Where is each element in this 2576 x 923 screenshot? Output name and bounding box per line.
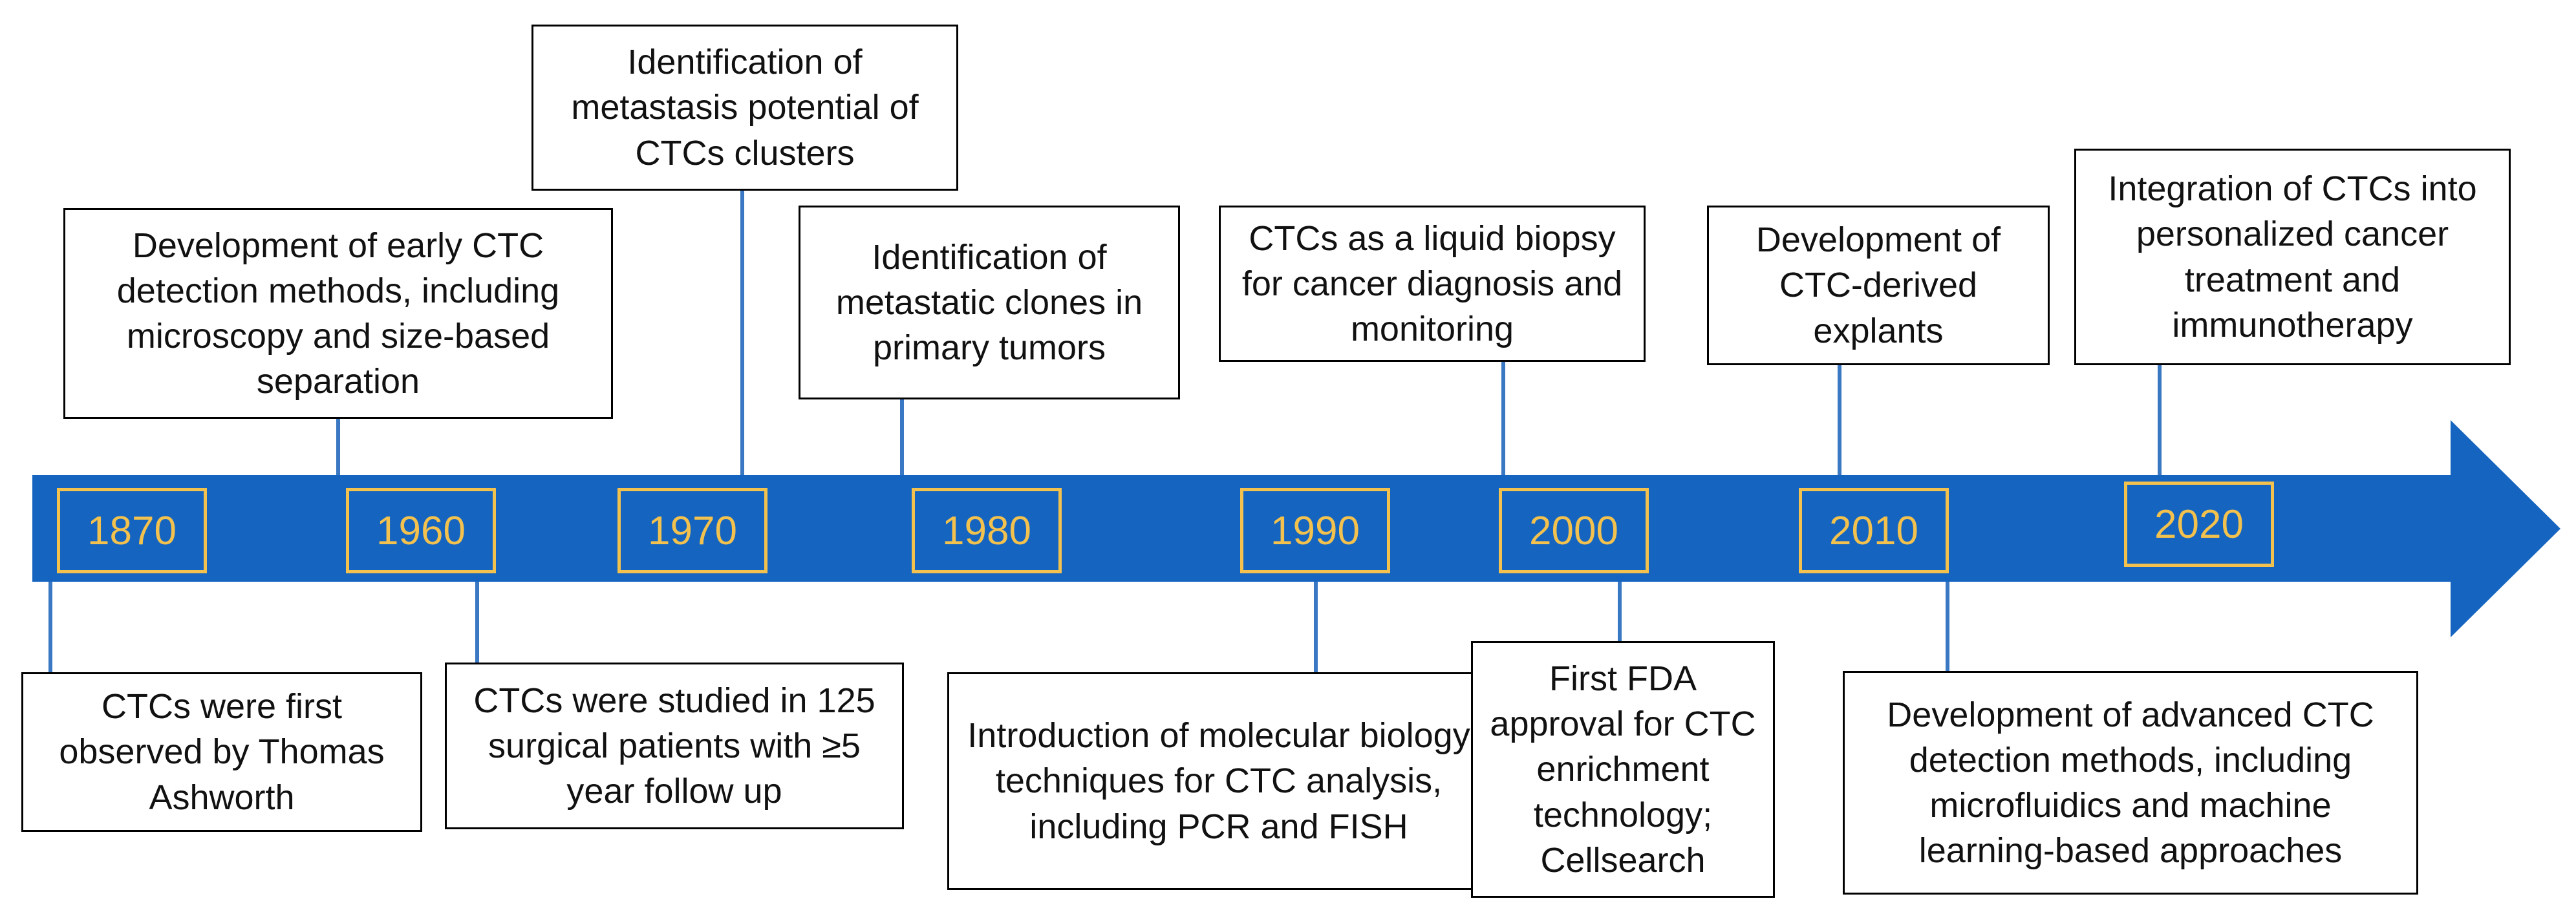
timeline-arrow xyxy=(32,420,2560,637)
year-marker-1990: 1990 xyxy=(1240,488,1390,573)
year-marker-1870: 1870 xyxy=(57,488,207,573)
event-box-1870-below: CTCs were first observed by Thomas Ashwo… xyxy=(21,672,422,832)
event-box-1960-below: CTCs were studied in 125 surgical patien… xyxy=(445,663,904,829)
year-marker-1970: 1970 xyxy=(617,488,767,573)
event-box-1970-above: Identification of metastasis potential o… xyxy=(531,25,958,191)
year-marker-1960: 1960 xyxy=(346,488,496,573)
event-box-2000-below: First FDA approval for CTC enrichment te… xyxy=(1471,641,1775,898)
event-box-1980-above: Identification of metastatic clones in p… xyxy=(799,206,1180,399)
year-marker-2020: 2020 xyxy=(2124,482,2274,567)
connector-lines xyxy=(48,191,2162,672)
year-marker-2000: 2000 xyxy=(1499,488,1649,573)
year-marker-2010: 2010 xyxy=(1799,488,1949,573)
event-box-1960-above: Development of early CTC detection metho… xyxy=(63,208,613,419)
event-box-1990-below: Introduction of molecular biology techni… xyxy=(947,672,1490,890)
event-box-2020-above: Integration of CTCs into personalized ca… xyxy=(2074,149,2511,365)
event-box-2010-below: Development of advanced CTC detection me… xyxy=(1843,671,2418,895)
year-marker-1980: 1980 xyxy=(912,488,1062,573)
event-box-2000-above: CTCs as a liquid biopsy for cancer diagn… xyxy=(1219,206,1646,362)
event-box-2010-above: Development of CTC-derived explants xyxy=(1707,206,2050,365)
